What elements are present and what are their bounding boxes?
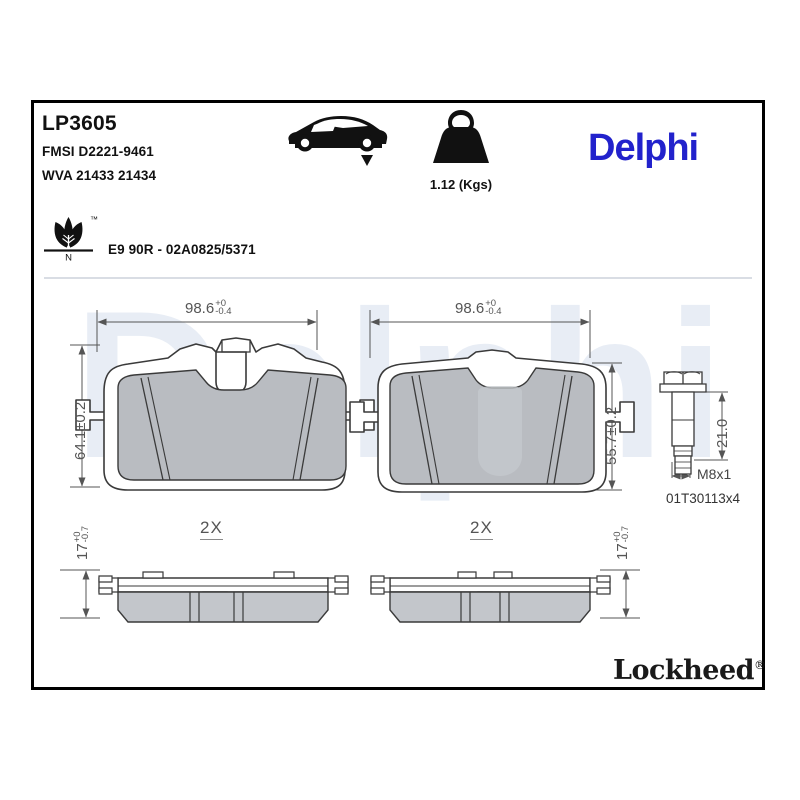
right-pad-height-dimension: 55.7±0.2	[603, 406, 620, 465]
left-pad-thickness-dimension: 17+0-0.7	[72, 525, 91, 560]
header-identifiers: LP3605 FMSI D2221-9461 WVA 21433 21434	[42, 112, 156, 184]
weight-icon-block: 1.12 (Kgs)	[424, 107, 498, 192]
lockheed-logo: Lockheed®	[613, 655, 766, 686]
drawing-frame	[31, 100, 765, 690]
right-pad-quantity: 2X	[470, 518, 493, 540]
wva-reference: WVA 21433 21434	[42, 168, 157, 183]
fmsi-reference: FMSI D2221-9461	[42, 144, 154, 159]
trademark-symbol: ™	[90, 215, 98, 224]
header-divider	[44, 277, 752, 279]
weight-kettlebell-icon	[433, 110, 489, 163]
right-pad-width-dimension: 98.6+0-0.4	[455, 298, 502, 317]
left-pad-height-dimension: 64.1±0.2	[72, 401, 89, 460]
registered-symbol: ®	[754, 658, 766, 672]
weight-value: 1.12 (Kgs)	[429, 177, 493, 192]
bolt-part-number: 01T30113x4	[666, 491, 741, 506]
homologation-block: N ™ E9 90R - 02A0825/5371	[42, 213, 256, 264]
bolt-thread-label: M8x1	[697, 466, 732, 482]
left-pad-width-dimension: 98.6+0-0.4	[185, 298, 232, 317]
lockheed-text: Lockheed	[613, 655, 755, 686]
bolt-length-dimension: 21.0	[714, 418, 731, 448]
delphi-logo: Delphi	[588, 127, 699, 169]
left-pad-quantity: 2X	[200, 518, 223, 540]
part-code: LP3605	[42, 112, 117, 135]
homologation-number: E9 90R - 02A0825/5371	[108, 242, 256, 257]
eco-leaf-icon: N ™	[42, 213, 98, 264]
right-pad-thickness-dimension: 17+0-0.7	[612, 525, 631, 560]
rear-axle-car-icon	[281, 108, 391, 173]
svg-text:N: N	[65, 253, 72, 264]
